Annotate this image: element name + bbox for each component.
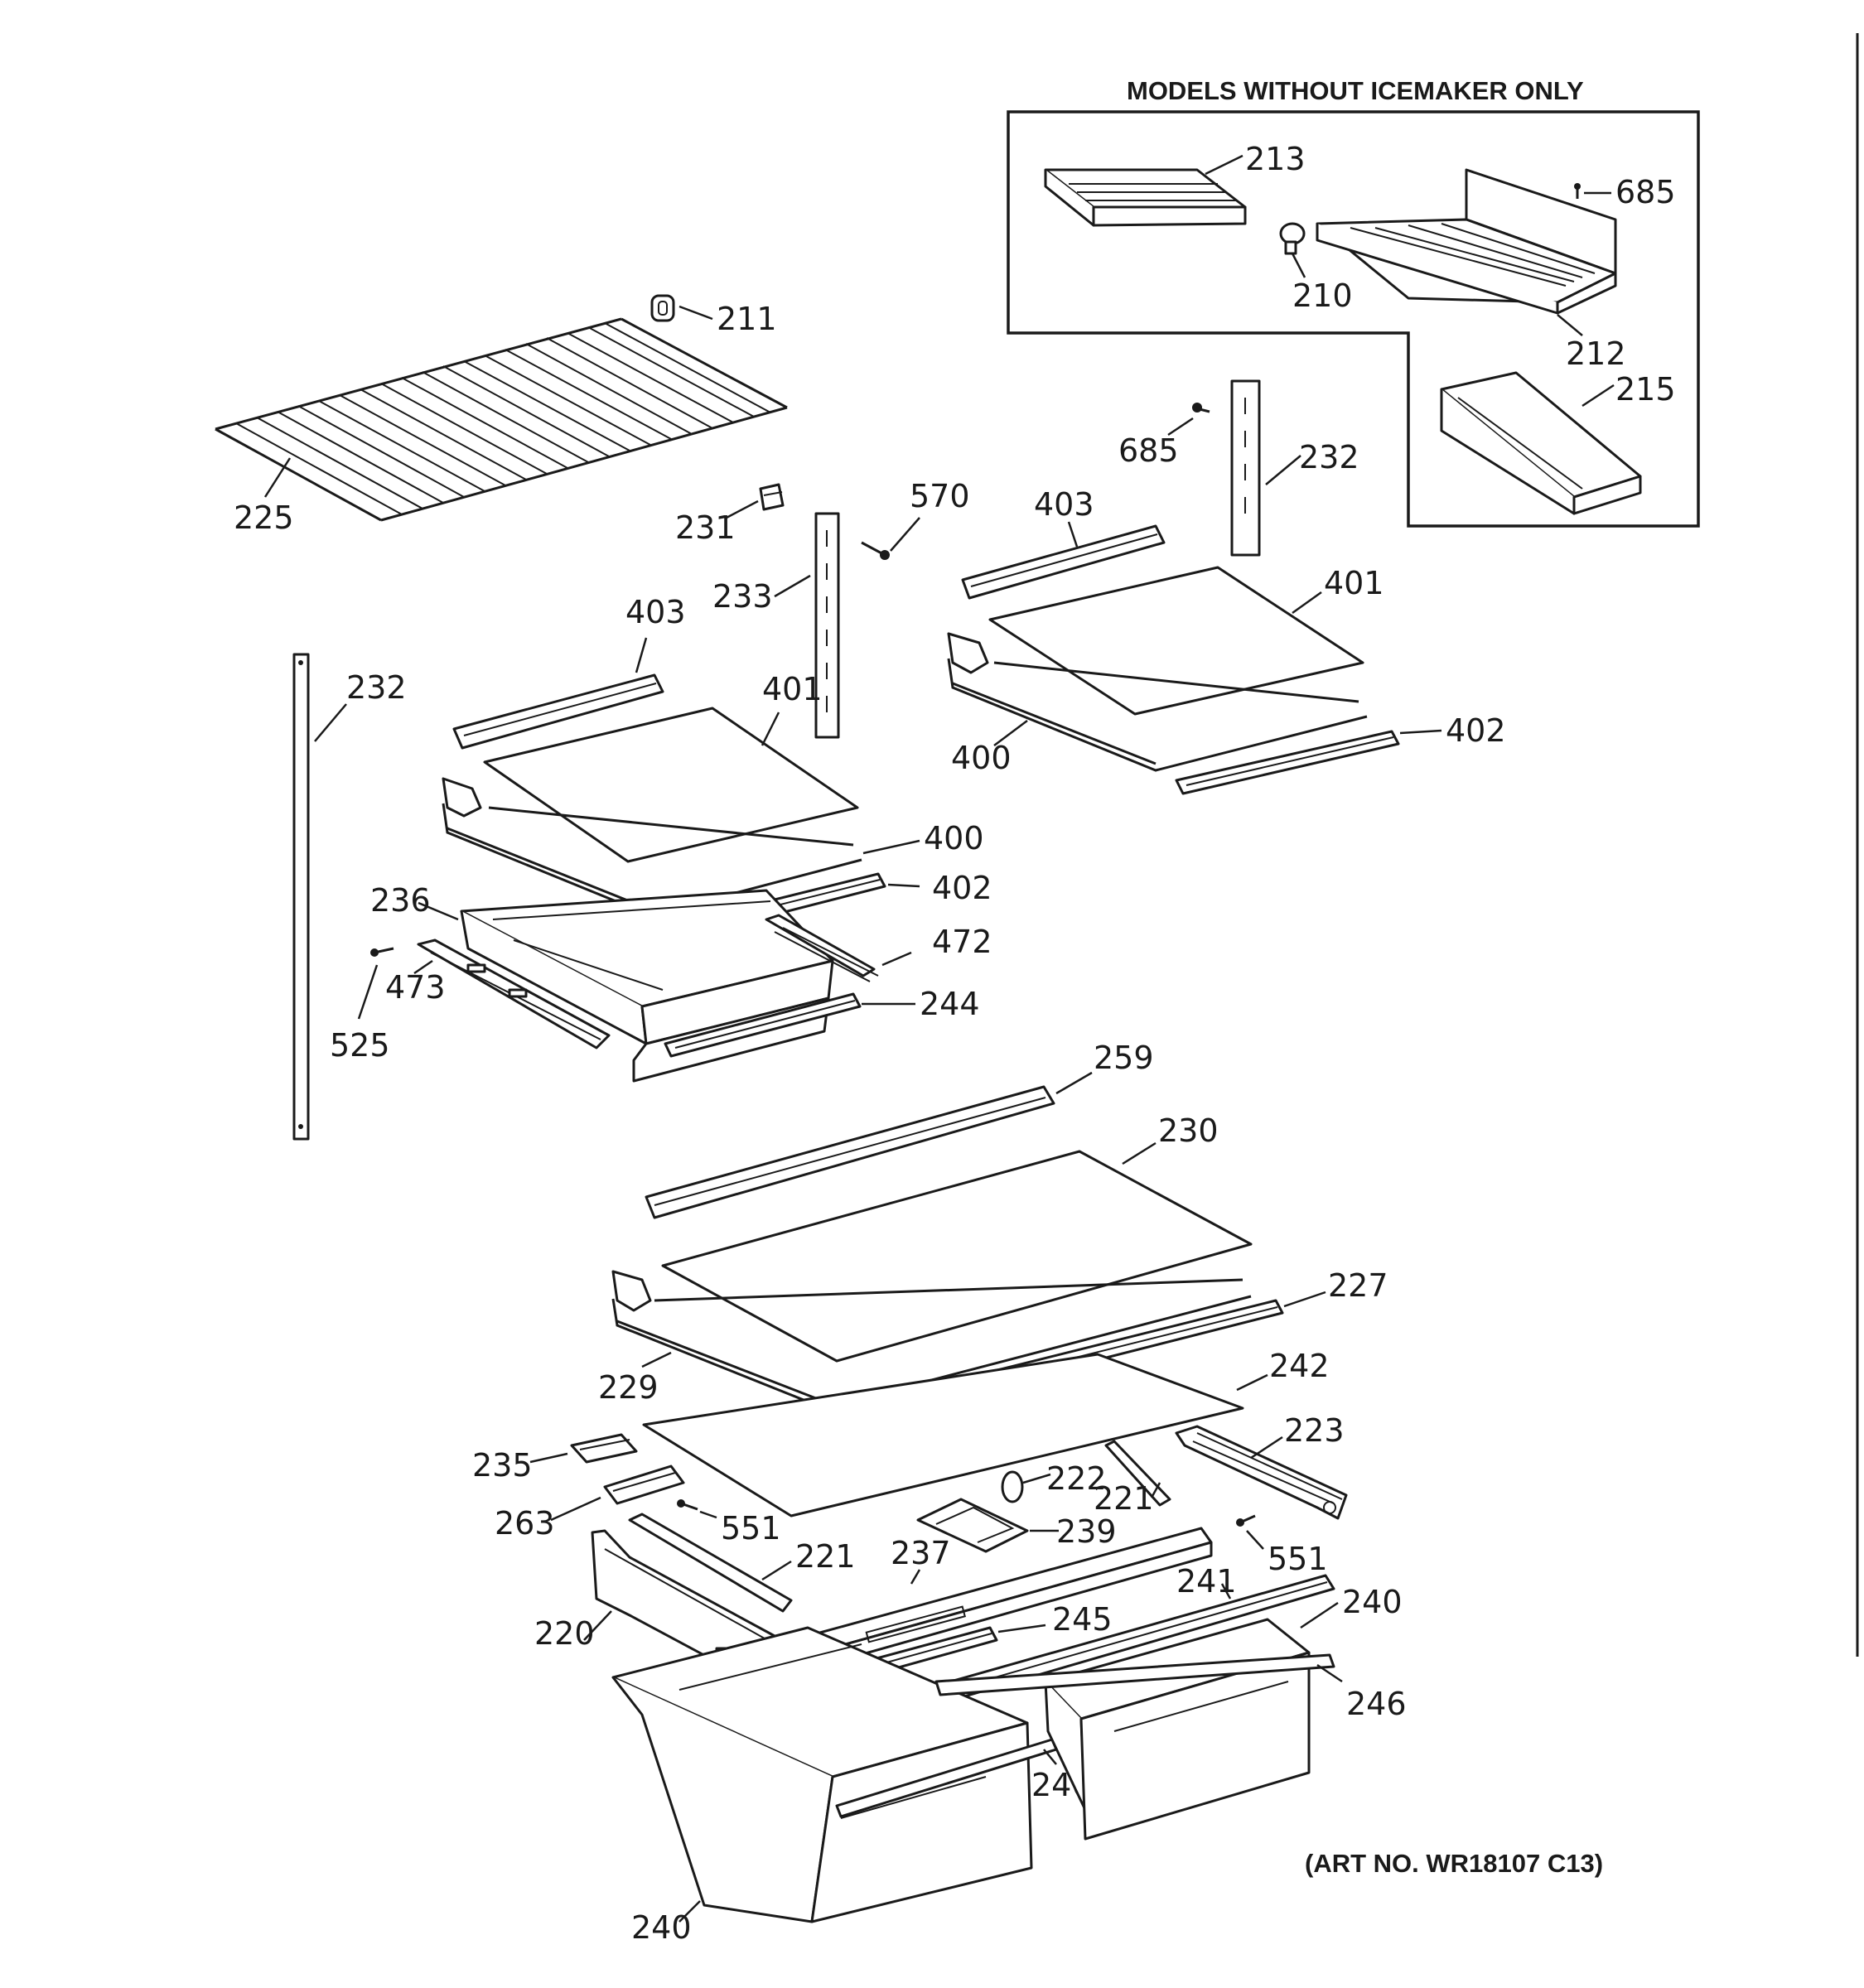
callout-472: 472 (932, 924, 992, 960)
glass-401-left (483, 707, 859, 863)
callout-231: 231 (675, 509, 736, 546)
callout-235: 235 (472, 1447, 533, 1484)
ice-rack-212 (1316, 168, 1617, 315)
callout-241: 241 (1176, 1563, 1237, 1600)
cam-222 (1001, 1470, 1024, 1503)
callout-220: 220 (534, 1615, 595, 1652)
art-number: (ART NO. WR18107 C13) (1305, 1849, 1603, 1878)
ice-tray (1044, 168, 1247, 227)
callout-400-left: 400 (924, 820, 984, 856)
callout-240-left: 240 (631, 1909, 692, 1946)
callout-232-right: 232 (1299, 439, 1359, 475)
callout-222: 222 (1046, 1460, 1107, 1497)
callout-551-left: 551 (721, 1510, 781, 1546)
screw-551-right (1236, 1514, 1256, 1527)
wire-shelf-225 (215, 317, 788, 522)
rod-221-lower (628, 1513, 793, 1613)
trim-402-right (1175, 730, 1400, 795)
callout-551-right: 551 (1268, 1541, 1328, 1577)
callout-246-right: 246 (1346, 1686, 1407, 1722)
frame-229 (611, 1270, 1252, 1410)
callout-570: 570 (910, 478, 970, 514)
callout-240-right: 240 (1342, 1584, 1403, 1620)
callout-244: 244 (920, 986, 980, 1022)
callout-210: 210 (1292, 277, 1353, 314)
screw-685-main (1192, 403, 1210, 413)
rail-232-left (292, 653, 310, 1141)
inset-border (1007, 110, 1700, 528)
slides-472 (765, 914, 879, 982)
cover-237 (806, 1527, 1213, 1667)
callout-403-left: 403 (625, 594, 686, 630)
callout-245: 245 (1052, 1601, 1113, 1638)
callout-242: 242 (1269, 1348, 1330, 1384)
callout-233: 233 (712, 578, 773, 615)
callout-685-inset: 685 (1615, 174, 1676, 210)
callout-232-left: 232 (346, 669, 407, 706)
callout-401-right: 401 (1324, 565, 1384, 601)
slide-473 (417, 939, 611, 1049)
callout-225: 225 (234, 499, 294, 536)
callout-230: 230 (1158, 1112, 1219, 1149)
callout-685-main: 685 (1118, 432, 1179, 469)
bracket-263 (603, 1464, 685, 1505)
rod-221-upper (1104, 1440, 1171, 1507)
glass-242 (642, 1353, 1244, 1518)
screw-551-left (677, 1499, 698, 1511)
bracket-235 (570, 1433, 638, 1464)
callout-403-right: 403 (1034, 486, 1094, 523)
callout-229: 229 (598, 1369, 659, 1406)
rail-233 (814, 512, 840, 739)
callout-211: 211 (717, 301, 777, 337)
callout-227: 227 (1328, 1267, 1388, 1304)
inset-panel: MODELS WITHOUT ICEMAKER ONLY 213 685 210 (1007, 76, 1700, 528)
handle-246-right (934, 1653, 1335, 1696)
bin-215 (1440, 371, 1642, 515)
bulb-210 (1279, 222, 1306, 255)
callout-473: 473 (385, 969, 446, 1006)
callout-402-left: 402 (932, 870, 992, 906)
screw-685-inset (1574, 183, 1581, 199)
latch-239 (916, 1498, 1029, 1553)
glass-401-right (988, 566, 1364, 716)
frame-400-left (442, 777, 862, 917)
callout-221-lower: 221 (795, 1538, 856, 1575)
trim-403-left (452, 673, 664, 750)
callout-221-upper: 221 (1094, 1480, 1154, 1517)
stop-211 (650, 294, 675, 322)
callout-401-left: 401 (762, 671, 823, 707)
callout-237: 237 (891, 1535, 951, 1571)
callout-212: 212 (1566, 335, 1626, 372)
callout-213: 213 (1245, 141, 1306, 177)
bracket-223 (1175, 1425, 1348, 1520)
frame-400-right (947, 632, 1368, 772)
trim-259 (645, 1085, 1055, 1219)
rail-232-right (1230, 379, 1261, 557)
callout-215: 215 (1615, 371, 1676, 408)
screw-570 (861, 541, 890, 560)
callout-525: 525 (330, 1027, 390, 1064)
callout-259: 259 (1094, 1040, 1154, 1076)
screw-525 (370, 947, 394, 957)
inset-title: MODELS WITHOUT ICEMAKER ONLY (1127, 76, 1584, 105)
callout-236: 236 (370, 882, 431, 919)
glass-230 (661, 1150, 1253, 1363)
callout-223: 223 (1284, 1412, 1345, 1449)
callout-263: 263 (495, 1505, 555, 1542)
clip-231 (759, 483, 785, 511)
callout-402-right: 402 (1446, 712, 1506, 749)
cover-244 (664, 992, 862, 1058)
trim-403-right (961, 524, 1166, 600)
callout-400-right: 400 (951, 740, 1012, 776)
callout-239: 239 (1056, 1513, 1117, 1550)
